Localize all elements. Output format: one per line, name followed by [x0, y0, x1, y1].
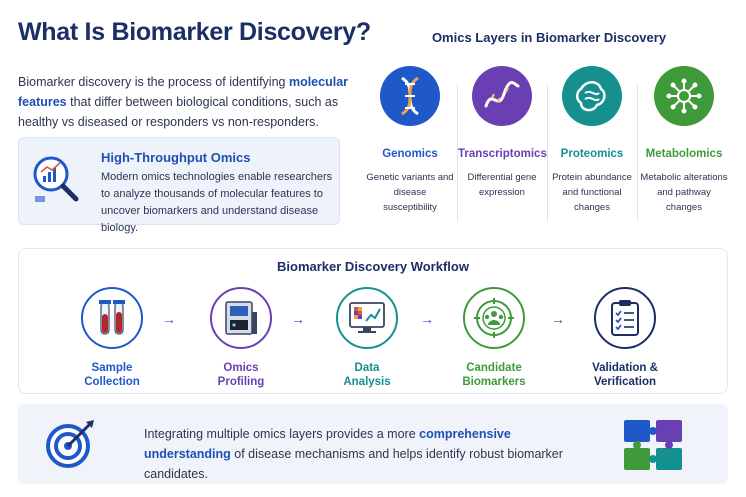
sequencer-icon — [210, 287, 272, 349]
workflow-arrow: → — [162, 311, 176, 327]
workflow-arrow: → — [551, 311, 565, 327]
high-throughput-text: Modern omics technologies enable researc… — [101, 171, 333, 234]
workflow-step-omics-profiling: Omics Profiling — [196, 287, 286, 389]
page-title: What Is Biomarker Discovery? — [18, 18, 371, 46]
workflow-step-label-line2: Analysis — [343, 376, 391, 388]
omics-name: Genomics — [382, 148, 438, 160]
bullseye-icon — [46, 420, 94, 468]
workflow-step-label-line1: Omics — [223, 362, 259, 374]
omics-name: Transcriptomics — [458, 148, 547, 160]
omics-proteomics: Proteomics Protein abundance and functio… — [548, 66, 636, 215]
test-tubes-icon — [81, 287, 143, 349]
summary-text-after: of disease mechanisms and helps identify… — [144, 447, 563, 481]
omics-name: Proteomics — [560, 148, 624, 160]
workflow-step-label-line1: Validation & — [592, 362, 658, 374]
high-throughput-card: High-Throughput Omics Modern omics techn… — [18, 137, 340, 234]
omics-name: Metabolomics — [645, 148, 723, 160]
omics-desc: Protein abundance and functional changes — [552, 172, 632, 213]
dna-icon — [380, 66, 440, 126]
intro-highlight: molecular features — [18, 75, 349, 109]
workflow-step-label-line2: Verification — [594, 376, 656, 388]
workflow-step-validation: Validation & Verification — [580, 287, 670, 389]
omics-divider — [547, 84, 548, 222]
omics-desc: Metabolic alterations and pathway change… — [640, 172, 728, 213]
workflow-step-sample-collection: Sample Collection — [67, 287, 157, 389]
omics-desc: Genetic variants and disease susceptibil… — [366, 172, 454, 213]
workflow-step-label-line1: Candidate — [466, 362, 522, 374]
omics-transcriptomics: Transcriptomics Differential gene expres… — [458, 66, 547, 200]
summary-text-before: Integrating multiple omics layers provid… — [144, 427, 420, 441]
intro-text-after: that differ between biological condition… — [18, 95, 339, 129]
protein-icon — [562, 66, 622, 126]
puzzle-pieces-icon — [624, 420, 682, 470]
omics-genomics: Genomics Genetic variants and disease su… — [366, 66, 454, 215]
workflow-step-label-line2: Collection — [84, 376, 140, 388]
high-throughput-title: High-Throughput Omics — [101, 150, 251, 165]
molecule-network-icon — [654, 66, 714, 126]
workflow-step-label-line2: Biomarkers — [462, 376, 526, 388]
workflow-arrow: → — [420, 311, 434, 327]
intro-text-before: Biomarker discovery is the process of id… — [18, 75, 289, 89]
workflow-step-data-analysis: Data Analysis — [322, 287, 412, 389]
workflow-step-label-line1: Data — [354, 362, 380, 374]
omics-metabolomics: Metabolomics Metabolic alterations and p… — [640, 66, 728, 215]
omics-desc: Differential gene expression — [467, 172, 537, 198]
summary-text: Integrating multiple omics layers provid… — [144, 424, 584, 484]
target-group-icon — [463, 287, 525, 349]
magnifier-chart-icon — [33, 156, 79, 202]
workflow-panel: Biomarker Discovery Workflow Sample Coll… — [18, 248, 728, 394]
omics-title: Omics Layers in Biomarker Discovery — [431, 30, 667, 45]
summary-banner: Integrating multiple omics layers provid… — [18, 404, 728, 484]
intro-text: Biomarker discovery is the process of id… — [18, 72, 348, 132]
summary-highlight: comprehensive understanding — [144, 427, 511, 461]
workflow-step-candidate-biomarkers: Candidate Biomarkers — [449, 287, 539, 389]
omics-divider — [457, 84, 458, 222]
clipboard-check-icon — [594, 287, 656, 349]
workflow-step-label-line1: Sample — [91, 362, 133, 374]
monitor-chart-icon — [336, 287, 398, 349]
workflow-arrow: → — [291, 311, 305, 327]
omics-divider — [637, 84, 638, 222]
rna-strand-icon — [472, 66, 532, 126]
workflow-title: Biomarker Discovery Workflow — [277, 259, 469, 274]
workflow-step-label-line2: Profiling — [217, 376, 265, 388]
